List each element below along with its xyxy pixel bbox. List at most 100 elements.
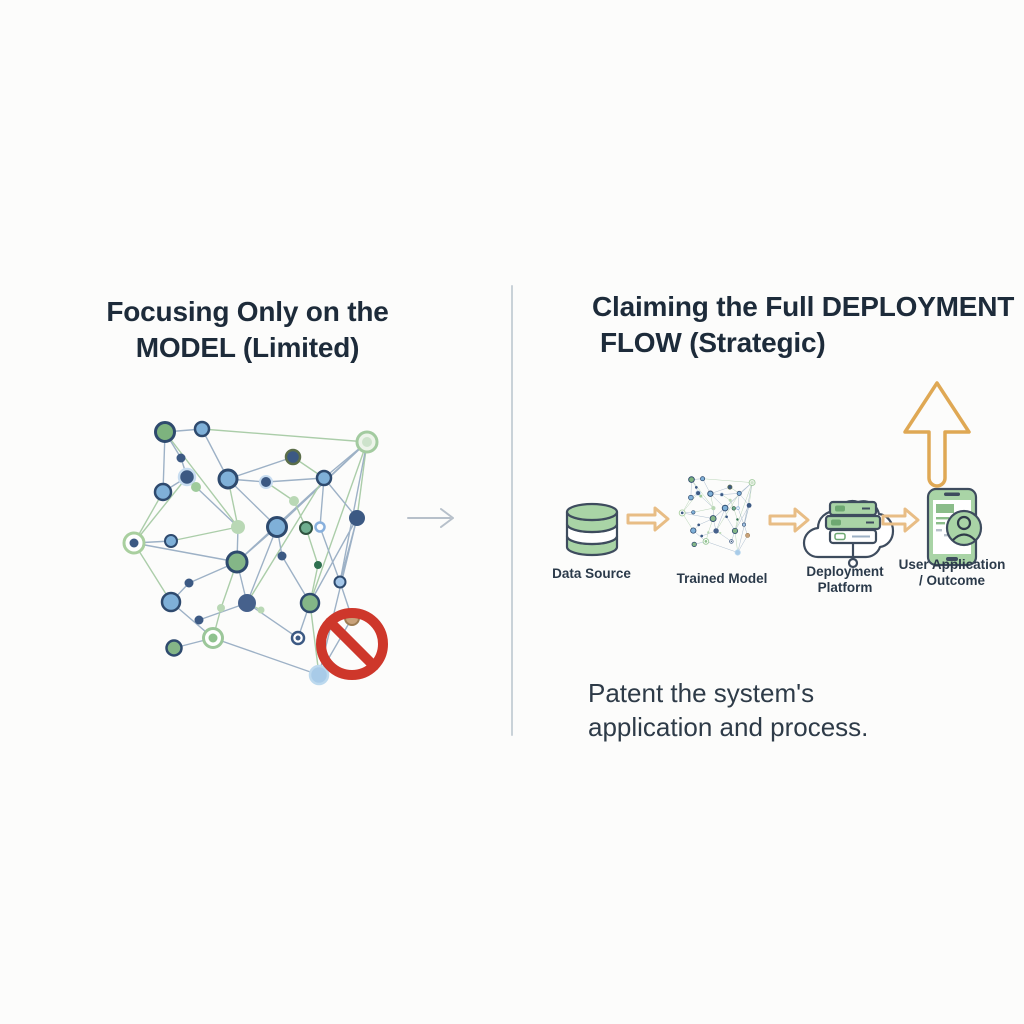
network-node-core (680, 511, 684, 515)
network-edge (702, 478, 753, 483)
network-node (308, 664, 330, 686)
network-edge (309, 517, 358, 604)
network-node (727, 484, 733, 490)
network-edge (246, 526, 278, 604)
network-edge (212, 637, 320, 676)
orange-right-arrow-icon (768, 507, 810, 533)
network-node (289, 496, 299, 506)
network-node (713, 528, 719, 534)
network-node (284, 448, 302, 466)
network-node-core (730, 540, 733, 543)
network-node (333, 575, 347, 589)
network-edge (236, 441, 368, 563)
network-edge (710, 493, 726, 509)
flow-label-deployment-platform: Deployment Platform (806, 564, 884, 595)
network-node (745, 533, 751, 538)
network-node (194, 615, 204, 625)
network-node (742, 522, 746, 527)
network-node (164, 534, 178, 548)
network-node (191, 482, 201, 492)
network-node (728, 498, 732, 502)
network-node (711, 506, 716, 511)
network-node (257, 606, 265, 614)
network-edge (693, 507, 714, 513)
network-node (231, 520, 245, 534)
network-edge (705, 541, 738, 553)
network-edge (737, 535, 748, 553)
network-edge (319, 526, 341, 583)
network-node-core (295, 635, 301, 641)
network-node-core (208, 633, 218, 643)
network-node (709, 515, 717, 523)
left-panel-title: Focusing Only on the MODEL (Limited) (90, 294, 405, 366)
network-node (314, 561, 322, 569)
network-node (314, 521, 326, 533)
network-edge (164, 431, 239, 528)
flow-label-data-source: Data Source (552, 566, 631, 581)
network-node (184, 578, 194, 588)
orange-right-arrow-icon (626, 506, 670, 532)
network-edge (691, 479, 714, 509)
caption-line2: application and process. (588, 712, 869, 742)
network-node (731, 506, 736, 511)
network-node (165, 639, 183, 657)
network-node (736, 490, 742, 496)
network-node (736, 518, 739, 521)
phone-user-icon (926, 487, 983, 567)
network-graph-icon (122, 420, 379, 686)
network-node (734, 549, 741, 556)
network-node (217, 468, 239, 490)
right-title-line2: FLOW (Strategic) (600, 327, 826, 358)
network-edge (710, 486, 730, 494)
network-node (691, 541, 697, 548)
cloud-servers-icon (802, 499, 895, 569)
network-node (277, 551, 287, 561)
network-node (217, 604, 225, 612)
network-node (697, 523, 701, 527)
database-icon (565, 502, 619, 557)
network-edge (682, 512, 694, 531)
network-edge (227, 456, 294, 480)
network-edge (309, 602, 320, 676)
caption-line1: Patent the system's (588, 678, 815, 708)
network-edge (356, 441, 368, 519)
network-node (700, 476, 706, 482)
network-node (299, 592, 321, 614)
network-edge (195, 486, 239, 528)
network-node-core (362, 437, 372, 447)
network-node (688, 494, 694, 501)
network-node (736, 506, 740, 510)
network-edge (682, 492, 699, 514)
strategy-caption: Patent the system's application and proc… (588, 676, 928, 744)
network-edge (748, 482, 753, 506)
network-node (349, 510, 365, 526)
network-edge (715, 530, 732, 542)
network-node (238, 594, 256, 612)
orange-up-arrow-icon (903, 381, 971, 488)
network-node (719, 531, 722, 535)
network-edge (201, 428, 368, 443)
network-edge (734, 482, 753, 531)
network-node (700, 534, 704, 538)
network-node (259, 475, 273, 489)
network-edge (737, 508, 745, 525)
network-edge (227, 478, 278, 528)
network-edge (700, 495, 714, 509)
network-edge (734, 530, 738, 553)
network-node (719, 492, 724, 497)
right-panel-title: Claiming the Full DEPLOYMENT FLOW (Strat… (592, 289, 1022, 361)
network-node (160, 591, 182, 613)
network-edge (246, 602, 299, 639)
network-node-core (750, 481, 754, 485)
flow-label-trained-model: Trained Model (676, 571, 768, 586)
network-node (690, 527, 697, 534)
network-edge (133, 542, 172, 603)
orange-right-arrow-icon (881, 507, 920, 533)
network-edge (715, 493, 740, 532)
panel-divider (511, 285, 513, 736)
mini-network-icon (678, 476, 756, 556)
network-node (721, 504, 729, 512)
network-edge (737, 505, 750, 553)
no-prohibition-icon (316, 608, 388, 680)
gray-right-arrow-icon (407, 508, 454, 528)
